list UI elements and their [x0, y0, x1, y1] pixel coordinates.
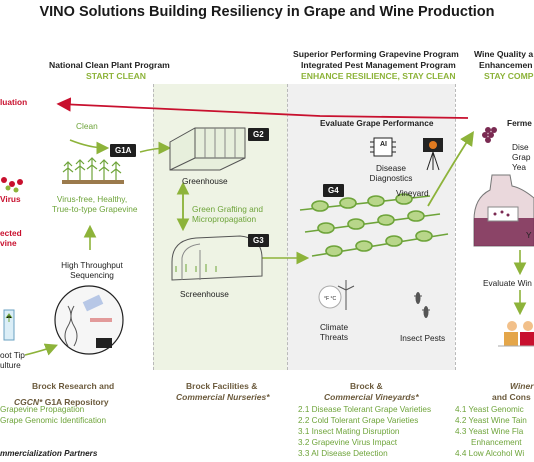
footer-col4-heading2: and Cons	[492, 392, 531, 402]
weather-readout: °F °C	[324, 296, 337, 302]
climate-icon	[318, 280, 355, 310]
col4-sub: STAY COMP	[484, 71, 534, 81]
people-icon	[498, 321, 534, 347]
vineyard-icon	[299, 193, 449, 257]
virus-icon	[1, 177, 23, 193]
footer-col3-item: 3.1 Insect Mating Disruption	[298, 427, 400, 436]
col3-sub: ENHANCE RESILIENCE, STAY CLEAN	[301, 71, 456, 81]
footer-col4-item: 4.2 Yeast Wine Tain	[455, 416, 527, 425]
footer-col3-item: 2.1 Disease Tolerant Grape Varieties	[298, 405, 432, 414]
yeast-label: Y	[526, 230, 532, 240]
col3-heading1: Superior Performing Grapevine Program	[293, 49, 459, 59]
footer-col4-item: 4.3 Yeast Wine Fla	[455, 427, 524, 436]
footer-col3-heading2: Commercial Vineyards*	[324, 392, 419, 402]
divider	[287, 84, 288, 370]
virus-label: Virus	[0, 194, 21, 204]
footer-col3-item: 2.2 Cold Tolerant Grape Varieties	[298, 416, 419, 425]
g4-badge: G4	[323, 184, 344, 197]
col1-sub: START CLEAN	[86, 71, 146, 81]
page-title: VINO Solutions Building Resiliency in Gr…	[39, 4, 495, 20]
fermenter-icon	[473, 174, 534, 247]
evaluation-arrow	[56, 97, 469, 119]
g1a-to-g2-arrow	[139, 141, 172, 155]
vineyard-to-ferment-arrow	[427, 130, 474, 207]
commercialization-partners-label: mmercialization Partners	[0, 449, 98, 458]
insect-icon	[414, 292, 430, 318]
screenhouse-icon	[171, 235, 263, 281]
evaluation-label: luation	[0, 97, 28, 107]
g1a-badge: G1A	[110, 144, 137, 157]
evaluate-wine-label: Evaluate Win	[483, 278, 532, 288]
ferment-label: Ferme	[507, 118, 532, 128]
grapevine-plants-icon	[62, 157, 124, 184]
col3-heading2: Integrated Pest Management Program	[301, 60, 456, 70]
greenhouse-label: Greenhouse	[182, 176, 228, 186]
footer-col4-item: 4.1 Yeast Genomic	[455, 405, 524, 414]
panel-vineyards	[287, 84, 455, 370]
footer-col1-heading: Brock Research and	[32, 381, 115, 391]
greenhouse-icon	[169, 127, 246, 171]
shoot-tip-arrow	[24, 343, 58, 356]
footer-col4-item: Enhancement	[471, 438, 522, 447]
clean-arrow	[69, 139, 110, 155]
shoot-tip-icon	[3, 309, 15, 341]
footer-col3-item: 3.2 Grapevine Virus Impact	[298, 438, 398, 447]
sequencing-icon	[54, 285, 124, 355]
footer-col1-item: Grapevine Propagation	[0, 405, 85, 414]
footer-col3-heading: Brock &	[350, 381, 383, 391]
footer-col4-heading: Winer	[510, 381, 534, 391]
divider	[455, 84, 456, 370]
footer-col1-item: Grape Genomic Identification	[0, 416, 107, 425]
ai-chip-icon	[370, 137, 396, 157]
camera-icon	[423, 138, 443, 171]
footer-col1-heading2: CGCN* G1A Repository	[14, 397, 109, 407]
footer-col3-item: 3.3 AI Disease Detection	[298, 449, 388, 458]
ai-chip-text: AI	[380, 141, 387, 148]
col1-heading: National Clean Plant Program	[49, 60, 170, 70]
g3-badge: G3	[248, 234, 269, 247]
footer-col4-item: 4.4 Low Alcohol Wi	[455, 449, 525, 458]
footer-col2-heading2: Commercial Nurseries*	[176, 392, 270, 402]
virus-free-label: Virus-free, Healthy,True-to-type Grapevi…	[52, 194, 138, 214]
vineyard-label: Vineyard	[396, 188, 429, 198]
grape-icon	[482, 127, 497, 143]
clean-label: Clean	[76, 121, 98, 131]
col4-heading1: Wine Quality a	[474, 49, 534, 59]
evaluate-performance-label: Evaluate Grape Performance	[320, 118, 434, 128]
col4-heading2: Enhancemen	[479, 60, 533, 70]
g2-badge: G2	[248, 128, 269, 141]
footer-col2-heading: Brock Facilities &	[186, 381, 258, 391]
divider	[153, 84, 154, 370]
insect-pests-label: Insect Pests	[400, 333, 446, 343]
screenhouse-label: Screenhouse	[180, 289, 229, 299]
